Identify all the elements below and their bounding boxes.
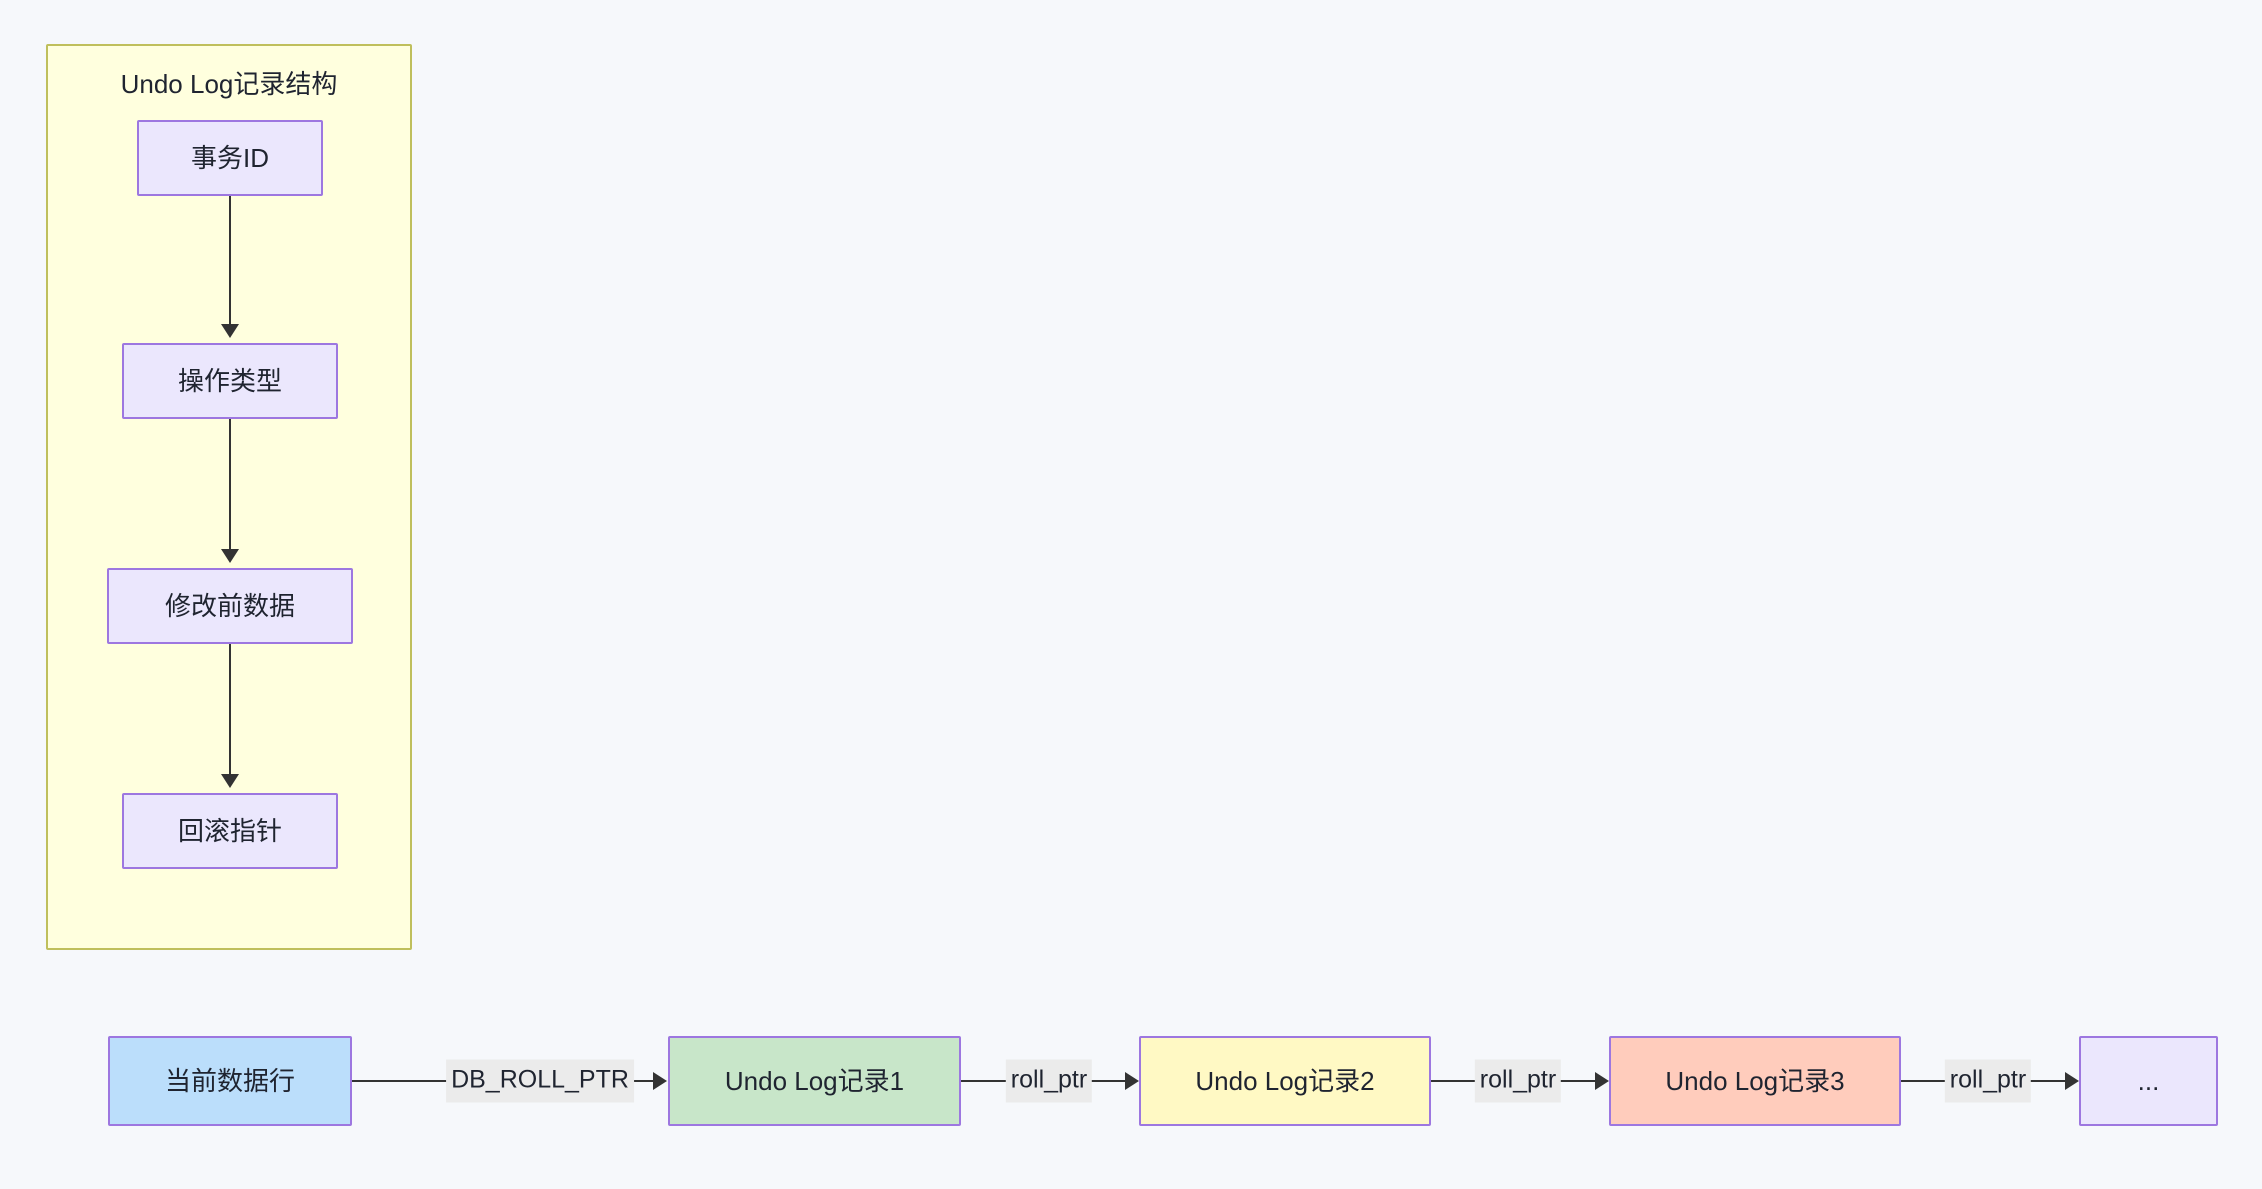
edge-undo-3-to-more-arrowhead: [2065, 1072, 2079, 1090]
edge-undo-1-to-undo-2-arrowhead: [1125, 1072, 1139, 1090]
node-undo-log-2[interactable]: Undo Log记录2: [1139, 1036, 1431, 1126]
edge-op-type-to-before-data-line: [229, 419, 231, 551]
edge-op-type-to-before-data-arrowhead: [221, 549, 239, 563]
edge-current-row-to-undo-1-arrowhead: [653, 1072, 667, 1090]
node-txn-id[interactable]: 事务ID: [137, 120, 323, 196]
edge-label-roll-ptr-3: roll_ptr: [1944, 1059, 2032, 1103]
node-before-data[interactable]: 修改前数据: [107, 568, 353, 644]
node-current-row-label: 当前数据行: [164, 1066, 295, 1096]
edge-before-data-to-roll-ptr-line: [229, 644, 231, 776]
node-undo-log-1[interactable]: Undo Log记录1: [668, 1036, 961, 1126]
edge-undo-2-to-undo-3-arrowhead: [1595, 1072, 1609, 1090]
node-op-type[interactable]: 操作类型: [122, 343, 338, 419]
node-roll-ptr-label: 回滚指针: [177, 816, 282, 846]
node-op-type-label: 操作类型: [177, 366, 282, 396]
node-before-data-label: 修改前数据: [164, 591, 295, 621]
edge-label-db-roll-ptr: DB_ROLL_PTR: [446, 1059, 634, 1103]
node-roll-ptr[interactable]: 回滚指针: [122, 793, 338, 869]
node-txn-id-label: 事务ID: [190, 143, 269, 173]
edge-txn-id-to-op-type-line: [229, 196, 231, 326]
edge-before-data-to-roll-ptr-arrowhead: [221, 774, 239, 788]
node-more[interactable]: ...: [2079, 1036, 2218, 1126]
node-undo-log-3-label: Undo Log记录3: [1665, 1066, 1845, 1096]
edge-label-roll-ptr-2: roll_ptr: [1474, 1059, 1562, 1103]
node-more-label: ...: [2137, 1066, 2160, 1096]
node-undo-log-3[interactable]: Undo Log记录3: [1609, 1036, 1901, 1126]
edge-txn-id-to-op-type-arrowhead: [221, 324, 239, 338]
edge-label-roll-ptr-1: roll_ptr: [1005, 1059, 1093, 1103]
node-undo-log-1-label: Undo Log记录1: [724, 1066, 905, 1096]
node-undo-log-2-label: Undo Log记录2: [1195, 1066, 1375, 1096]
subgraph-title: Undo Log记录结构: [120, 69, 338, 99]
node-current-row[interactable]: 当前数据行: [108, 1036, 352, 1126]
